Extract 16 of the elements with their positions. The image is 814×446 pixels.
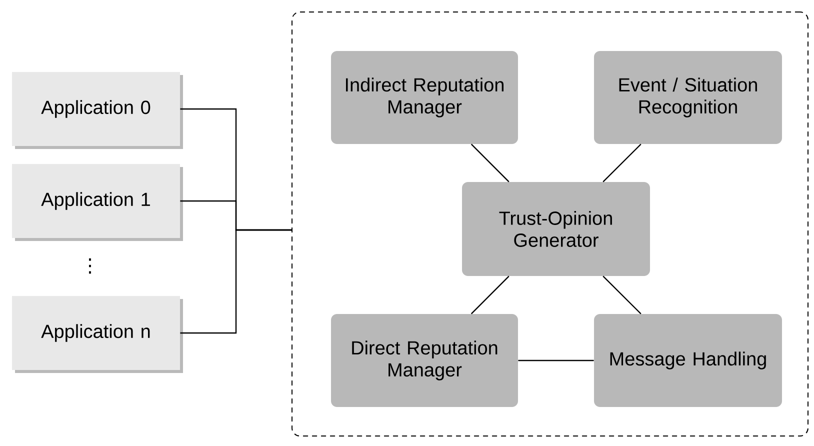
connector-line bbox=[470, 276, 510, 314]
application-box: Application 0 bbox=[12, 72, 183, 149]
process-box: Event / Situation Recognition bbox=[594, 51, 782, 144]
connector-line bbox=[470, 144, 510, 182]
connector-line bbox=[518, 360, 594, 362]
connector-line bbox=[602, 144, 642, 182]
application-box: Application n bbox=[12, 296, 183, 373]
process-box: Direct Reputation Manager bbox=[331, 314, 518, 407]
process-box: Trust-Opinion Generator bbox=[462, 182, 650, 276]
dashed-frame bbox=[292, 12, 808, 436]
process-box: Indirect Reputation Manager bbox=[331, 51, 518, 144]
connector-line bbox=[602, 276, 642, 314]
process-box: Message Handling bbox=[594, 314, 782, 407]
connector-line bbox=[180, 229, 292, 334]
application-box: Application 1 bbox=[12, 164, 183, 241]
ellipsis-dots: ⋮ bbox=[89, 258, 91, 274]
